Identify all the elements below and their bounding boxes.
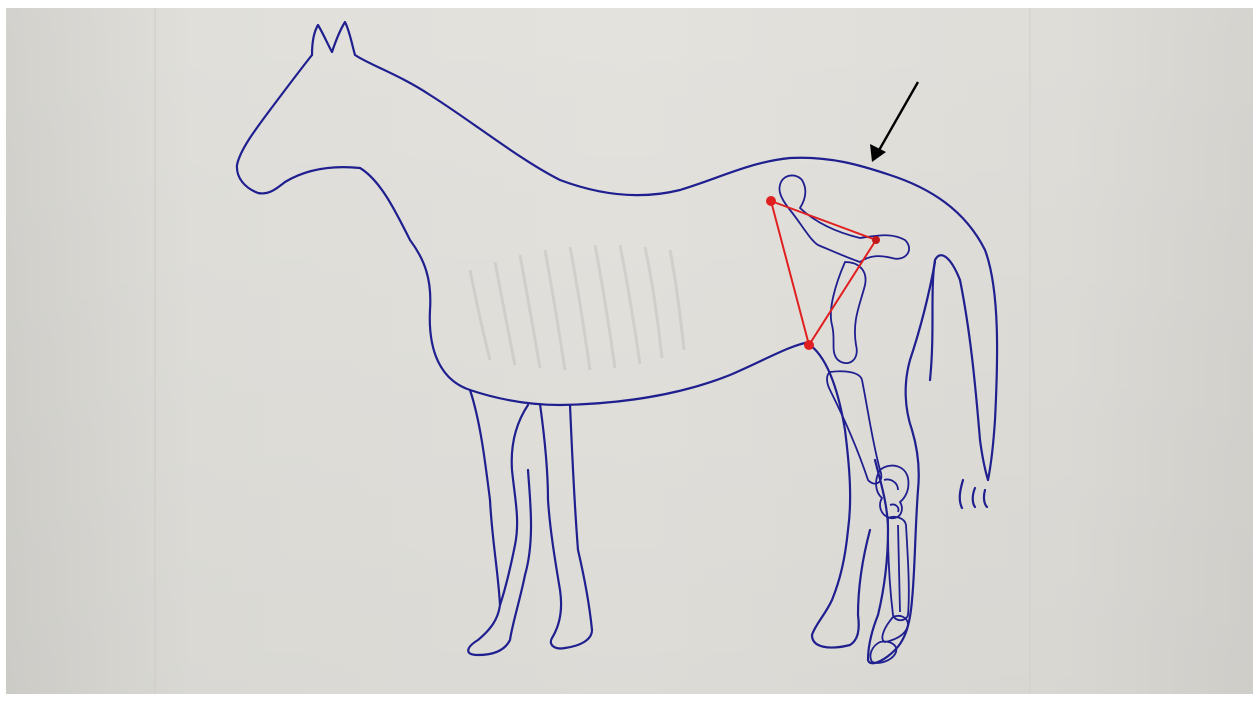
point-stifle [804,340,814,350]
point-buttock [872,236,880,244]
point-hip [766,196,776,206]
